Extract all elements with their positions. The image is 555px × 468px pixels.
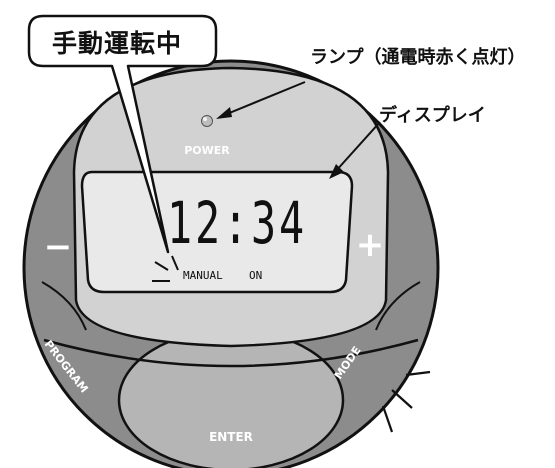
lamp-callout-text: ランプ（通電時赤く点灯） [310, 47, 526, 68]
bottom-button-face [117, 328, 345, 468]
plus-button[interactable]: + [356, 225, 385, 265]
manual-indicator: MANUAL [183, 269, 223, 282]
time-readout: 12:34 [167, 189, 307, 257]
right-divider [375, 281, 421, 331]
face-lower-lip [43, 338, 419, 368]
manual-callout-bubble [27, 14, 218, 254]
display-pointer-head [329, 164, 344, 179]
manual-callout-text: 手動運転中 [52, 29, 183, 58]
blink-mark [171, 255, 179, 271]
lamp-highlight [203, 117, 207, 121]
press-mark [405, 370, 431, 377]
lamp-pointer [221, 81, 306, 117]
minus-button[interactable]: − [44, 227, 73, 267]
power-label: POWER [184, 144, 230, 157]
blink-mark [154, 261, 169, 271]
display-callout-text: ディスプレイ [379, 105, 486, 126]
press-mark [391, 389, 413, 409]
lamp-pointer-head [216, 107, 232, 119]
left-divider [41, 281, 87, 331]
enter-label: ENTER [209, 430, 253, 444]
on-indicator: ON [249, 269, 262, 282]
lamp-icon [201, 115, 213, 127]
display-screen [80, 170, 354, 294]
display-pointer [334, 121, 381, 173]
press-mark [381, 405, 394, 433]
